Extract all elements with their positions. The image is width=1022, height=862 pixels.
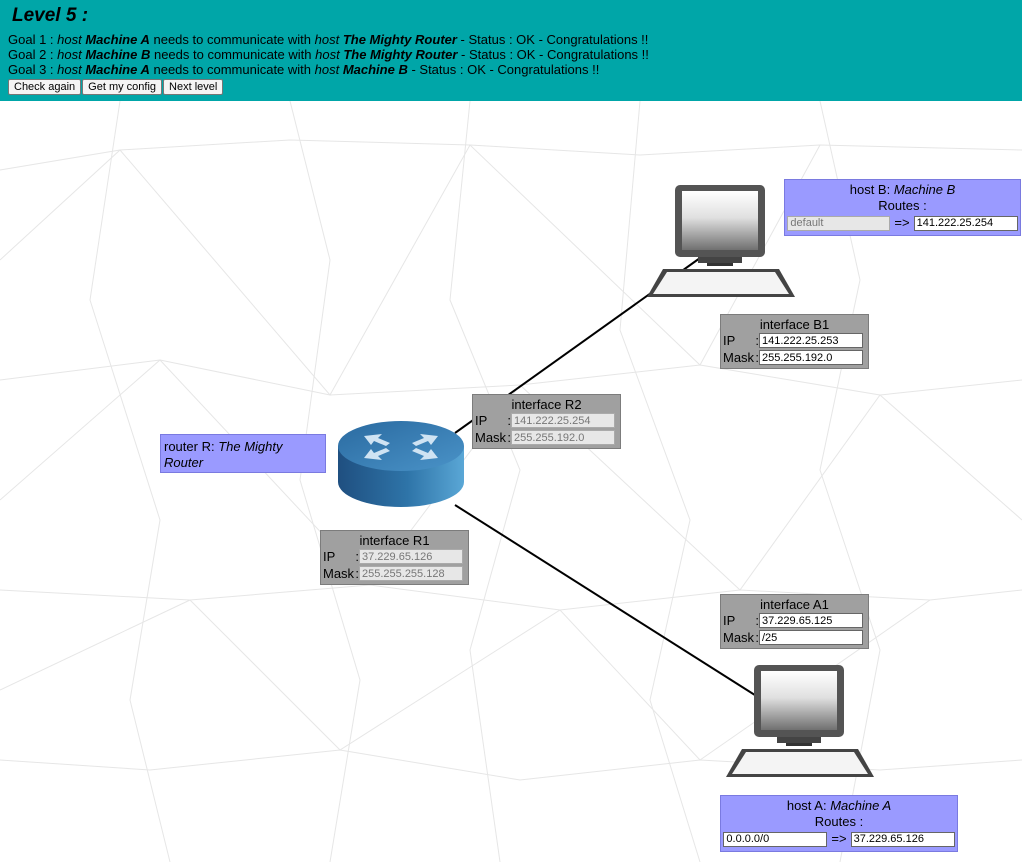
host-b-route-gateway[interactable] — [913, 215, 1018, 231]
interface-a1-ip-input[interactable] — [759, 613, 863, 628]
interface-r2-panel: interface R2 IP: Mask: — [472, 394, 621, 449]
goal-1: Goal 1 : host Machine A needs to communi… — [8, 32, 649, 47]
interface-b1-panel: interface B1 IP: Mask: — [720, 314, 869, 369]
interface-r1-panel: interface R1 IP: Mask: — [320, 530, 469, 585]
host-a-routes-label: Routes : — [814, 814, 864, 829]
router-name: The Mighty Router — [164, 439, 283, 470]
interface-r2-ip-input[interactable] — [511, 413, 615, 428]
computer-icon[interactable] — [645, 183, 797, 300]
interface-a1-panel: interface A1 IP: Mask: — [720, 594, 869, 649]
host-a-route-destination[interactable] — [723, 831, 828, 847]
interface-r1-mask-input[interactable] — [359, 566, 463, 581]
host-a-route-row: => — [721, 831, 957, 847]
host-b-routes-label: Routes : — [878, 198, 927, 213]
host-b-route-row: => — [785, 215, 1020, 231]
interface-r2-mask-input[interactable] — [511, 430, 615, 445]
goal-3: Goal 3 : host Machine A needs to communi… — [8, 62, 600, 77]
interface-b1-ip-input[interactable] — [759, 333, 863, 348]
check-again-button[interactable]: Check again — [8, 79, 82, 95]
interface-b1-mask-input[interactable] — [759, 350, 863, 365]
host-a-route-gateway[interactable] — [850, 831, 955, 847]
host-a-panel: host A: Machine A Routes : => — [720, 795, 958, 852]
host-a-name: Machine A — [830, 798, 892, 813]
host-b-route-destination[interactable] — [787, 215, 891, 231]
interface-a1-mask-input[interactable] — [759, 630, 863, 645]
get-config-button[interactable]: Get my config — [82, 79, 163, 95]
level-header: Level 5 : Goal 1 : host Machine A needs … — [0, 0, 1022, 101]
host-b-panel: host B: Machine B Routes : => — [784, 179, 1021, 236]
router-panel: router R: The Mighty Router — [160, 434, 326, 473]
host-b-name: Machine B — [893, 182, 956, 197]
computer-icon[interactable] — [724, 663, 876, 780]
interface-r1-ip-input[interactable] — [359, 549, 463, 564]
level-title: Level 5 : — [12, 5, 89, 26]
next-level-button[interactable]: Next level — [163, 79, 224, 95]
router-icon[interactable] — [336, 418, 466, 510]
goal-2: Goal 2 : host Machine B needs to communi… — [8, 47, 649, 62]
